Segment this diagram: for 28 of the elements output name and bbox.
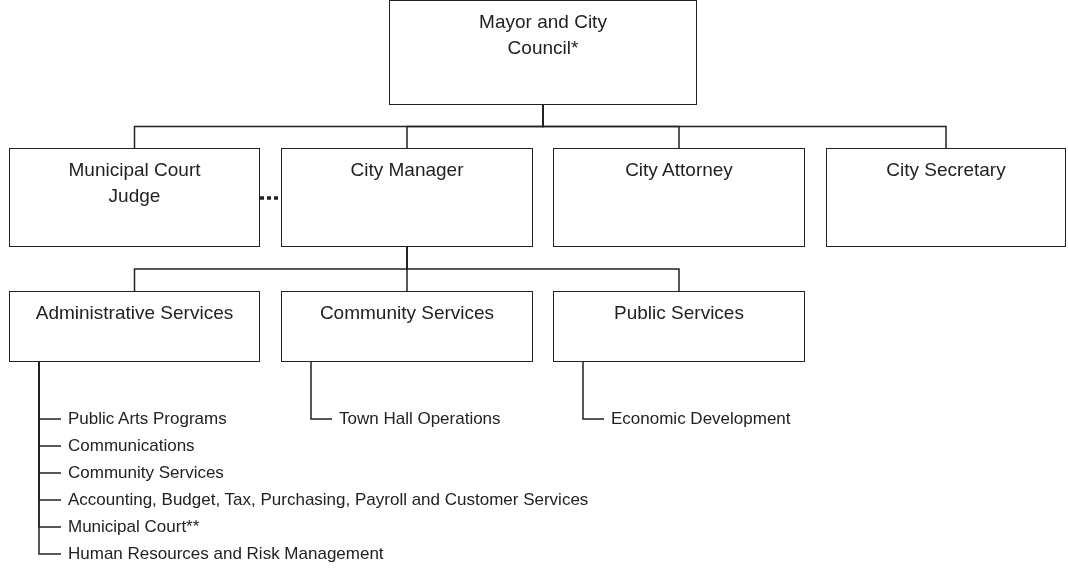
unit-label: Public Arts Programs (68, 409, 227, 428)
unit-label: Economic Development (611, 409, 791, 428)
connector-line (582, 361, 605, 420)
org-box (553, 148, 805, 247)
unit-label: Communications (68, 436, 195, 455)
connector-line (406, 246, 680, 292)
org-box (553, 291, 805, 362)
unit-label: Community Services (68, 463, 224, 482)
org-box (389, 0, 697, 105)
unit-label: Accounting, Budget, Tax, Purchasing, Payroll and Customer Services (68, 490, 589, 509)
box-label: Public Services (614, 301, 744, 325)
org-box (9, 291, 260, 362)
org-box (826, 148, 1066, 247)
org-box (281, 291, 533, 362)
org-box (281, 148, 533, 247)
org-box (9, 148, 260, 247)
box-label: Administrative Services (35, 301, 234, 325)
unit-label: Municipal Court** (68, 517, 200, 536)
connector-line (260, 196, 281, 200)
box-label: Mayor and City Council* (478, 10, 608, 60)
box-label: City Attorney (625, 158, 733, 182)
box-label: City Secretary (886, 158, 1006, 182)
box-label: City Manager (350, 158, 464, 182)
box-label: Community Services (319, 301, 495, 325)
unit-label: Town Hall Operations (339, 409, 501, 428)
connector-line (310, 361, 333, 420)
unit-label: Human Resources and Risk Management (68, 544, 384, 563)
box-label: Municipal Court Judge (67, 158, 202, 208)
